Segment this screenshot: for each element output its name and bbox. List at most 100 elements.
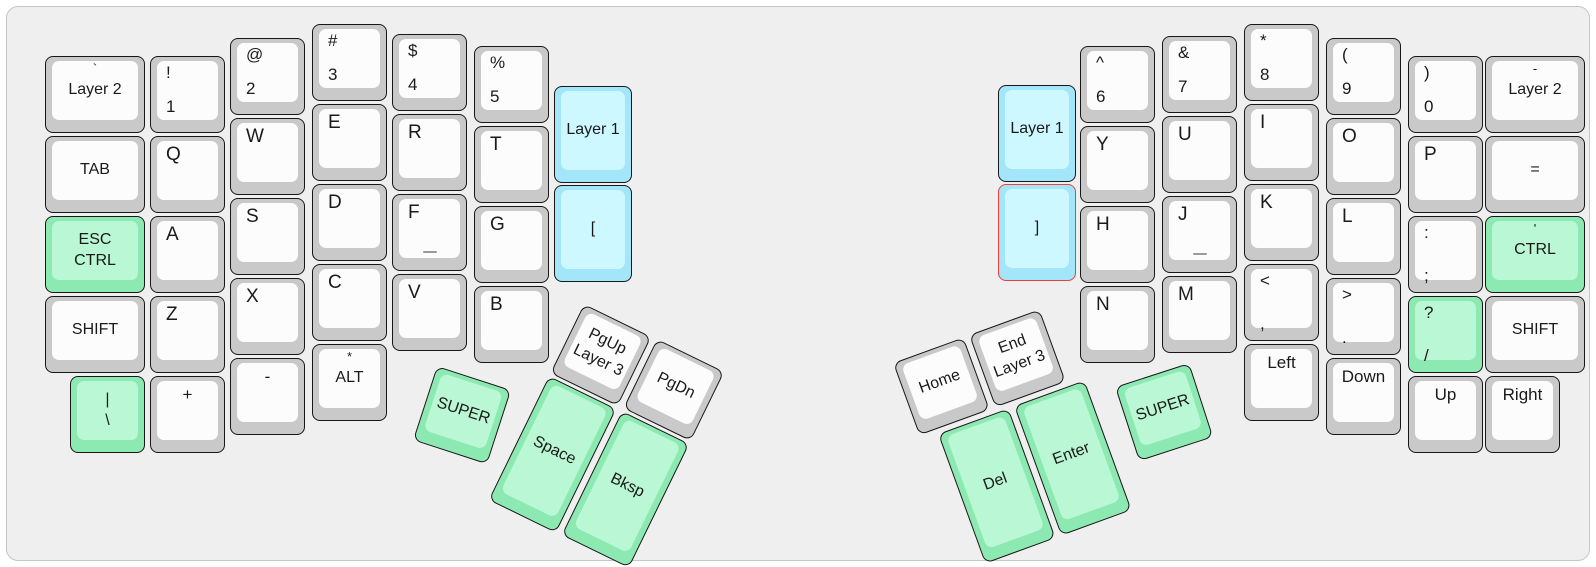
key-label: Layer 1: [1010, 120, 1064, 138]
key-o[interactable]: O: [1326, 118, 1401, 195]
key-u[interactable]: U: [1162, 116, 1237, 193]
key-slash[interactable]: ?/: [1408, 296, 1483, 373]
key-arrow-right[interactable]: Right: [1485, 376, 1560, 453]
keycap-top: =: [1492, 141, 1578, 200]
key-e[interactable]: E: [312, 104, 387, 181]
key-period[interactable]: >.: [1326, 278, 1401, 355]
key-8[interactable]: *8: [1244, 24, 1319, 101]
key-comma[interactable]: <,: [1244, 264, 1319, 341]
key-layer1-right[interactable]: Layer 1: [998, 85, 1076, 182]
key-semicolon[interactable]: :;: [1408, 216, 1483, 293]
key-arrow-down[interactable]: Down: [1326, 358, 1401, 435]
key-x[interactable]: X: [230, 278, 305, 355]
key-layer2-left[interactable]: `Layer 2: [45, 56, 145, 133]
key-label: >.: [1342, 285, 1352, 347]
key-label: <,: [1260, 271, 1270, 333]
key-super-right[interactable]: SUPER: [1115, 362, 1214, 462]
keycap-top: P: [1415, 141, 1476, 200]
key-label: (9: [1342, 45, 1352, 98]
key-equals[interactable]: =: [1485, 136, 1585, 213]
key-label: =: [1530, 161, 1540, 179]
key-label: V: [408, 282, 421, 303]
key-label: P: [1424, 144, 1437, 165]
key-q[interactable]: Q: [150, 136, 225, 213]
key-shift-left[interactable]: SHIFT: [45, 296, 145, 373]
key-alt[interactable]: *ALT: [312, 344, 387, 421]
key-r[interactable]: R: [392, 114, 467, 191]
key-layer2-right[interactable]: -Layer 2: [1485, 56, 1585, 133]
keycap-top: L: [1333, 203, 1394, 262]
key-label: &7: [1178, 43, 1190, 96]
key-p[interactable]: P: [1408, 136, 1483, 213]
key-arrow-up[interactable]: Up: [1408, 376, 1483, 453]
key-left-bracket[interactable]: [: [554, 185, 632, 282]
key-g[interactable]: G: [474, 206, 549, 283]
key-n[interactable]: N: [1080, 286, 1155, 363]
key-1[interactable]: !1: [150, 56, 225, 133]
key-b[interactable]: B: [474, 286, 549, 363]
keycap-top: @2: [237, 43, 298, 102]
key-a[interactable]: A: [150, 216, 225, 293]
key-w[interactable]: W: [230, 118, 305, 195]
keycap-top: X: [237, 283, 298, 342]
key-m[interactable]: M: [1162, 276, 1237, 353]
keycap-top: S: [237, 203, 298, 262]
key-shift-right[interactable]: SHIFT: [1485, 296, 1585, 373]
keycap-top: 'CTRL: [1492, 221, 1578, 280]
key-s[interactable]: S: [230, 198, 305, 275]
key-label: $4: [408, 41, 418, 94]
keycap-top: $4: [399, 39, 460, 98]
key-y[interactable]: Y: [1080, 126, 1155, 203]
key-d[interactable]: D: [312, 184, 387, 261]
key-l[interactable]: L: [1326, 198, 1401, 275]
key-layer1-left[interactable]: Layer 1: [554, 86, 632, 183]
keycap-top: ]: [1005, 189, 1069, 268]
key-9[interactable]: (9: [1326, 38, 1401, 115]
key-j[interactable]: J: [1162, 196, 1237, 273]
key-plus[interactable]: +: [150, 376, 225, 453]
key-pipe-backslash[interactable]: |\: [70, 376, 145, 453]
key-label: G: [490, 214, 505, 235]
key-7[interactable]: &7: [1162, 36, 1237, 113]
key-label: -: [264, 367, 271, 386]
keycap-top: *ALT: [319, 349, 380, 408]
key-super-left[interactable]: SUPER: [412, 366, 512, 465]
key-c[interactable]: C: [312, 264, 387, 341]
key-6[interactable]: ^6: [1080, 46, 1155, 123]
key-4[interactable]: $4: [392, 34, 467, 111]
key-3[interactable]: #3: [312, 24, 387, 101]
key-right-bracket[interactable]: ]: [998, 184, 1076, 281]
keycap-top: V: [399, 279, 460, 338]
key-5[interactable]: %5: [474, 46, 549, 123]
key-minus-left[interactable]: -: [230, 358, 305, 435]
keycap-top: <,: [1251, 269, 1312, 333]
key-f[interactable]: F: [392, 194, 467, 271]
key-label: Home: [916, 366, 963, 398]
key-tab[interactable]: TAB: [45, 136, 145, 213]
key-i[interactable]: I: [1244, 104, 1319, 181]
keycap-top: :;: [1415, 221, 1476, 285]
key-h[interactable]: H: [1080, 206, 1155, 283]
keycap-top: #3: [319, 29, 380, 88]
key-z[interactable]: Z: [150, 296, 225, 373]
key-label: I: [1260, 112, 1266, 133]
key-label: E: [328, 112, 341, 133]
key-arrow-left[interactable]: Left: [1244, 344, 1319, 421]
key-v[interactable]: V: [392, 274, 467, 351]
key-label: ]: [1034, 219, 1040, 237]
key-label: +: [182, 385, 193, 404]
key-0[interactable]: )0: [1408, 56, 1483, 133]
key-k[interactable]: K: [1244, 184, 1319, 261]
key-label: Z: [166, 304, 178, 325]
key-quote-ctrl[interactable]: 'CTRL: [1485, 216, 1585, 293]
key-t[interactable]: T: [474, 126, 549, 203]
key-label: Right: [1502, 385, 1543, 404]
keycap-top: Z: [157, 301, 218, 360]
keycap-top: -: [237, 363, 298, 422]
keycap-top: !1: [157, 61, 218, 120]
key-2[interactable]: @2: [230, 38, 305, 115]
